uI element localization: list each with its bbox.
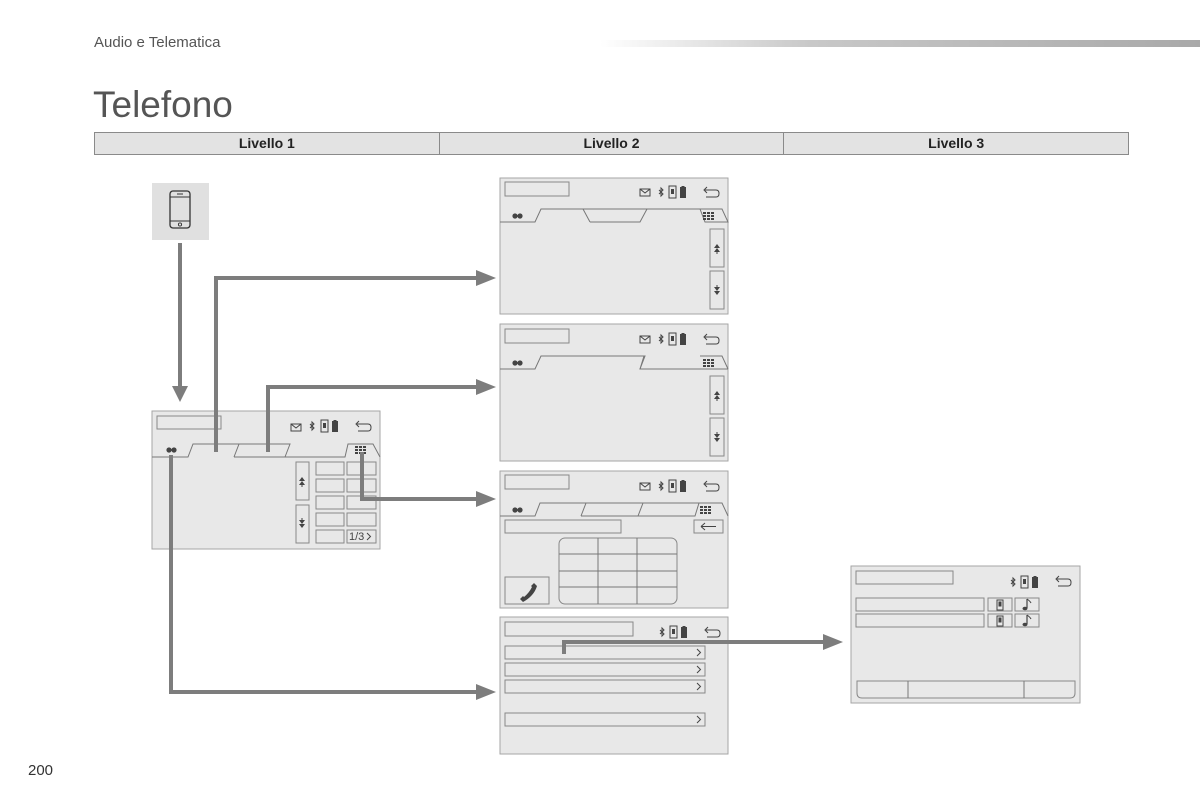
- phone-icon: [169, 190, 191, 229]
- battery-icon: [681, 626, 687, 638]
- list-item: [504, 662, 706, 677]
- list-item: [504, 679, 706, 694]
- list-item: [504, 712, 706, 727]
- battery-icon: [680, 480, 686, 492]
- phone-menu-tile[interactable]: [152, 183, 209, 240]
- call-icon: [520, 583, 537, 602]
- level-2-header: Livello 2: [438, 133, 784, 154]
- page-indicator: 1/3: [349, 531, 364, 543]
- page-number: 200: [28, 762, 54, 779]
- level-3-header: Livello 3: [783, 133, 1128, 154]
- screen-title-field: [156, 415, 222, 430]
- flow-arrows: [169, 243, 843, 700]
- level2-keypad-screen: [499, 470, 729, 609]
- number-input-field: [504, 519, 622, 534]
- keypad-icon: [703, 212, 714, 220]
- keypad-icon: [703, 359, 714, 367]
- list-item: [504, 645, 706, 660]
- battery-icon: [1032, 576, 1038, 588]
- level3-screen: [850, 565, 1081, 704]
- battery-icon: [680, 186, 686, 198]
- level-1-header: Livello 1: [238, 135, 295, 151]
- level2-list-screen: [499, 616, 729, 755]
- list-item: [855, 597, 985, 612]
- call-button: [504, 576, 550, 605]
- keypad-icon: [700, 506, 711, 514]
- level-header-table: Livello 1 Livello 2 Livello 3: [94, 132, 1129, 155]
- level2-screen-b: [499, 323, 729, 462]
- header-gradient-bar: [600, 40, 1200, 47]
- level2-screen-a: [499, 177, 729, 315]
- battery-icon: [332, 420, 338, 432]
- bottom-button-bar: [856, 680, 1076, 699]
- left-arrow-icon: [700, 522, 716, 531]
- page-title: Telefono: [93, 84, 233, 125]
- battery-icon: [680, 333, 686, 345]
- list-item: [855, 613, 985, 628]
- section-title: Audio e Telematica: [94, 34, 221, 51]
